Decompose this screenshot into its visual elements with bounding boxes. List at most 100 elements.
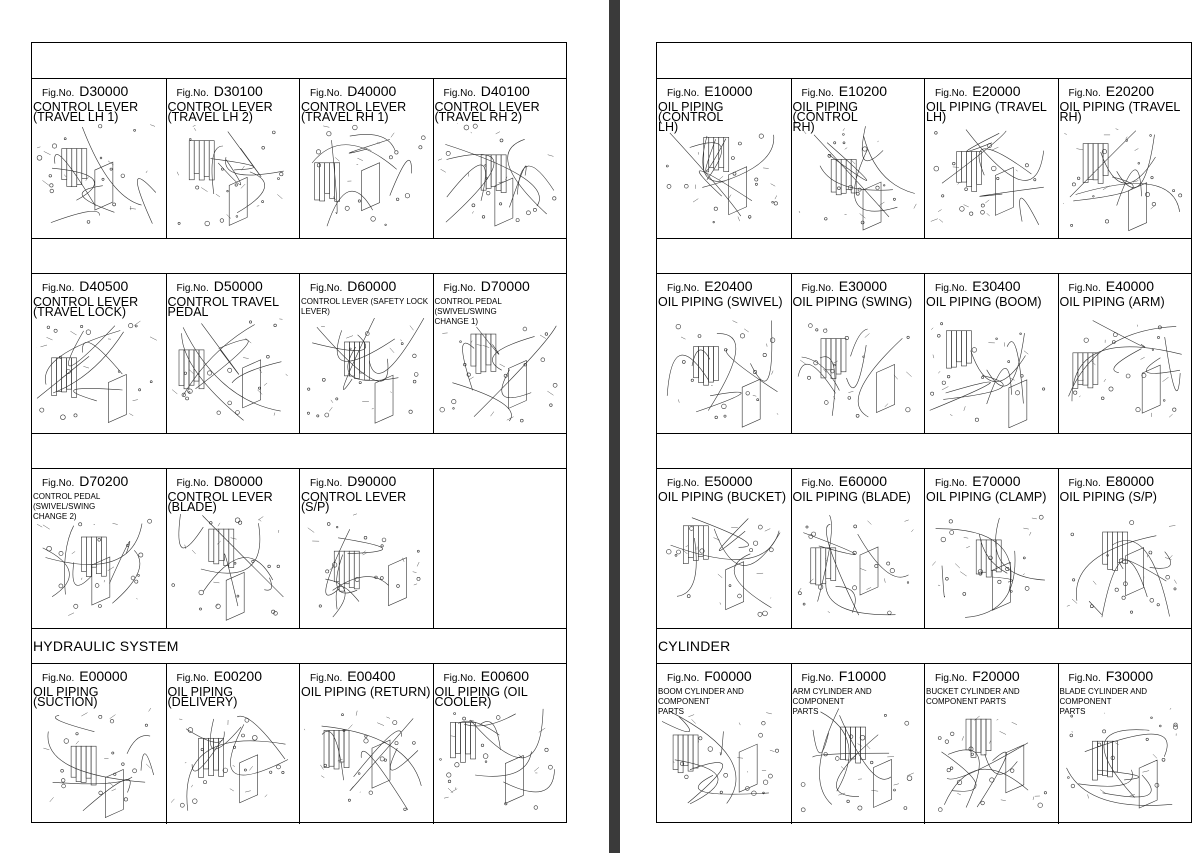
figure-label: Fig.No. (42, 478, 75, 489)
figure-code: E70000 (972, 473, 1021, 489)
section-band (657, 433, 1191, 468)
figure-number: Fig.No.E00400 (310, 668, 396, 686)
figure-title: CONTROL LEVER (TRAVEL LOCK) (33, 295, 139, 319)
figure-number: Fig.No.E00200 (177, 668, 263, 686)
figure-code: E30400 (972, 278, 1021, 294)
figure-code: E20000 (972, 83, 1021, 99)
figure-label: Fig.No. (935, 478, 968, 489)
figure-code: E00600 (480, 668, 530, 684)
parts-diagram-thumbnail (176, 125, 284, 227)
figure-label: Fig.No. (801, 478, 834, 489)
figure-code: F00000 (704, 668, 752, 684)
figure-title: OIL PIPING (RETURN) (301, 685, 431, 699)
figure-number: Fig.No. E00600 (444, 668, 530, 686)
figure-title: CONTROL TRAVEL PEDAL (167, 295, 280, 319)
figure-code: D40100 (480, 83, 530, 99)
figure-code: D90000 (347, 473, 397, 489)
section-band (32, 433, 566, 468)
figure-title: OIL PIPING (OIL COOLER) (434, 685, 528, 709)
figure-label: Fig.No. (176, 478, 209, 489)
figure-code: E40000 (1105, 278, 1155, 294)
figure-code: E20200 (1105, 83, 1155, 99)
figure-number: Fig.No. F00000 (667, 668, 752, 686)
figure-code: E10200 (838, 83, 888, 99)
figure-number: Fig.No.D40500 (42, 278, 128, 296)
figure-label: Fig.No. (443, 673, 476, 684)
page-divider (609, 0, 620, 853)
figure-number: Fig.No.D70000 (444, 278, 530, 296)
figure-title: OIL PIPING (TRAVEL RH) (1059, 100, 1181, 124)
figure-title: OIL PIPING (BUCKET) (658, 490, 787, 504)
empty-cell (432, 469, 567, 629)
figure-title: CONTROL PEDAL (SWIVEL/SWING CHANGE 1) (434, 297, 502, 326)
parts-diagram-thumbnail (930, 129, 1044, 226)
figure-title: OIL PIPING (DELIVERY) (167, 685, 238, 709)
figure-title: BOOM CYLINDER AND COMPONENT PARTS (658, 687, 744, 716)
figure-label: Fig.No. (667, 88, 700, 99)
figure-code: D80000 (213, 473, 263, 489)
figure-title: OIL PIPING (CONTROL RH) (792, 100, 859, 134)
figure-number: Fig.No.D50000 (177, 278, 263, 296)
figure-title: CONTROL LEVER (TRAVEL RH 2) (434, 100, 540, 124)
figure-number: Fig.No.F10000 (802, 668, 887, 686)
figure-title: CONTROL LEVER (SAFETY LOCK LEVER) (301, 297, 429, 316)
figure-number: Fig.No.D30000 (42, 83, 128, 101)
figure-title: OIL PIPING (CONTROL LH) (658, 100, 724, 134)
section-band (657, 238, 1191, 273)
figure-label: Fig.No. (667, 673, 700, 684)
parts-diagram-thumbnail (307, 513, 421, 618)
figure-title: OIL PIPING (S/P) (1059, 490, 1157, 504)
parts-diagram-thumbnail (929, 322, 1046, 428)
figure-label: Fig.No. (801, 88, 834, 99)
parts-diagram-thumbnail (1062, 128, 1182, 232)
figure-number: Fig.No.E80000 (1069, 473, 1155, 491)
section-title: CYLINDER (658, 638, 731, 654)
figure-code: E00000 (79, 668, 128, 684)
figure-code: D60000 (347, 278, 397, 294)
figure-label: Fig.No. (667, 478, 700, 489)
section-title: HYDRAULIC SYSTEM (33, 638, 179, 654)
parts-diagram-thumbnail (661, 711, 779, 805)
figure-code: D50000 (213, 278, 263, 294)
figure-code: E00400 (347, 668, 396, 684)
parts-diagram-thumbnail (666, 132, 778, 224)
figure-number: Fig.No.E30000 (802, 278, 888, 296)
figure-number: Fig.No.D40000 (310, 83, 396, 101)
figure-label: Fig.No. (443, 88, 476, 99)
figure-code: D70000 (480, 278, 530, 294)
